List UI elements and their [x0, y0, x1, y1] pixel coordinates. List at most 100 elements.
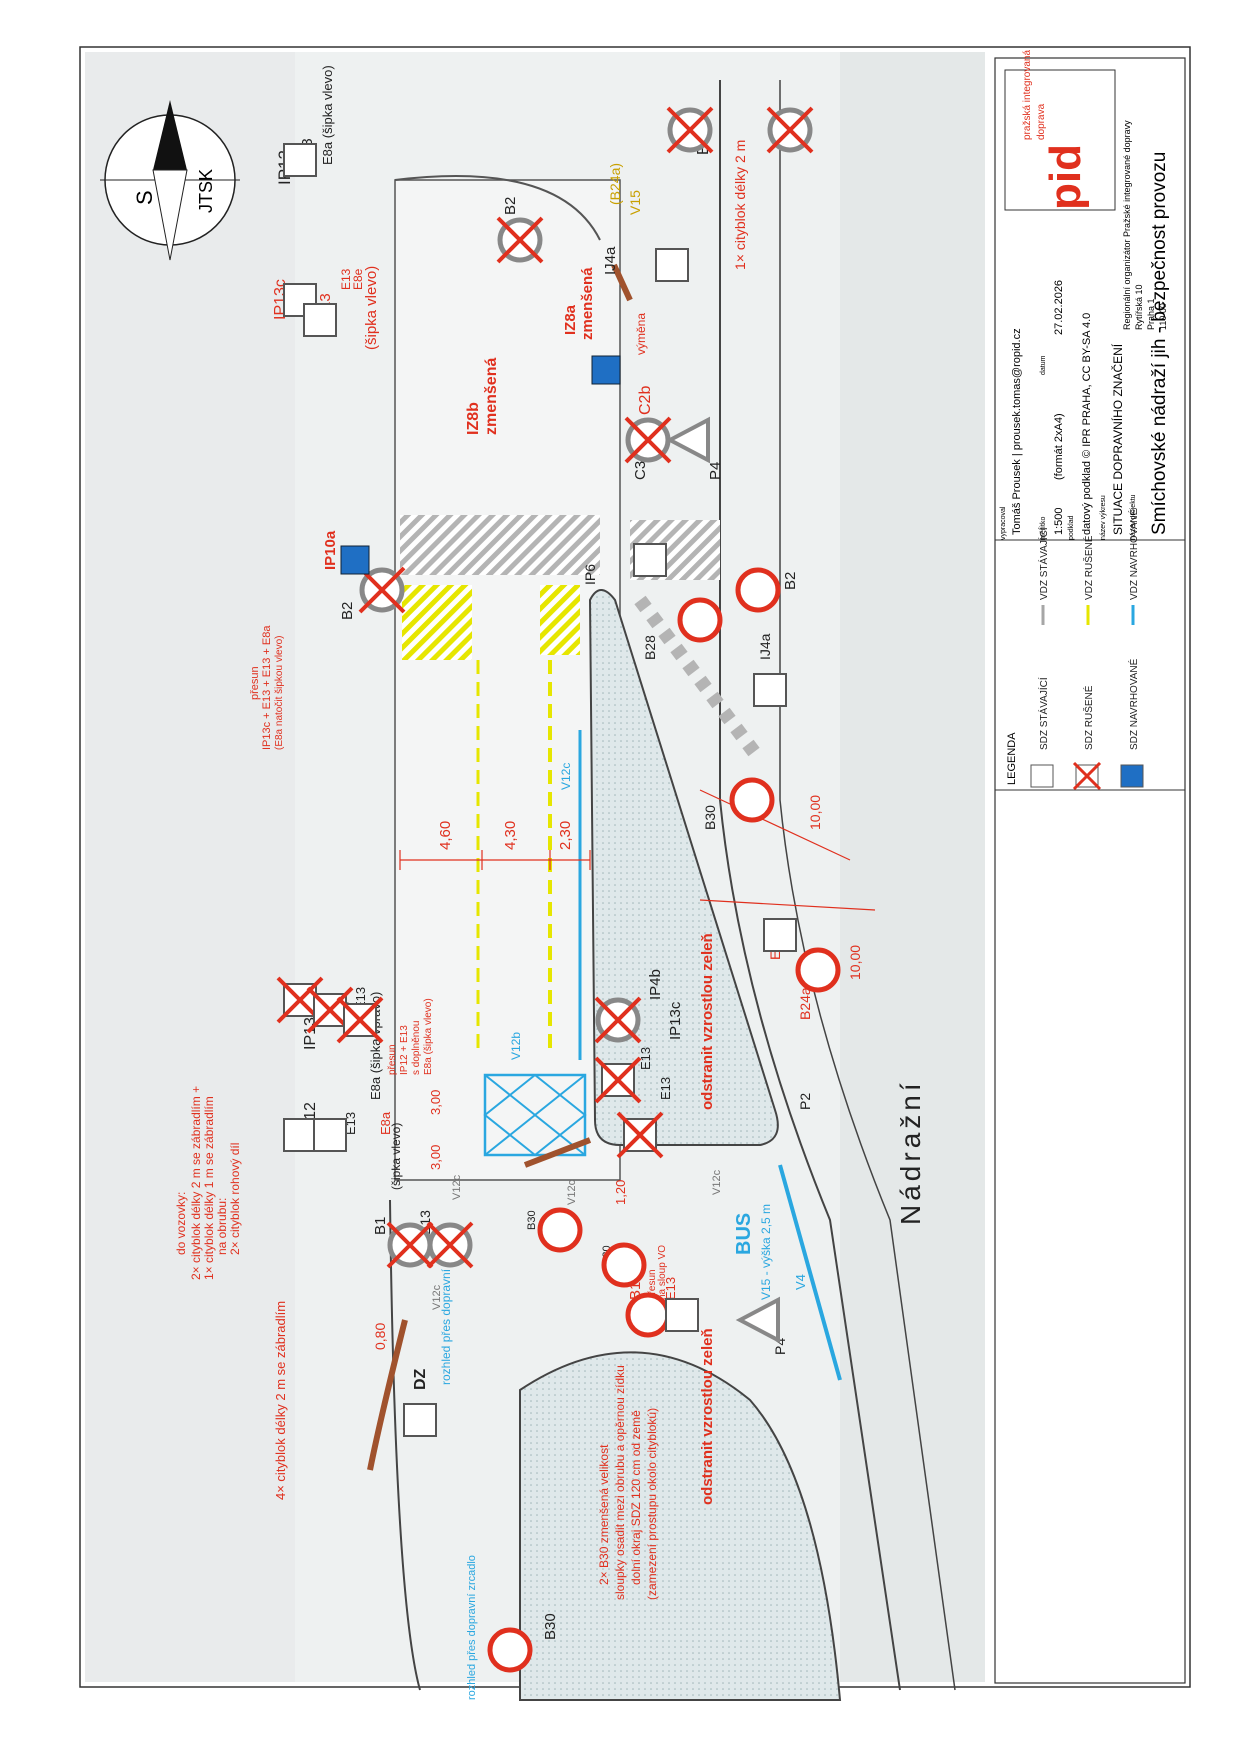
label-b30-note-1: 2× B30 zmenšená velikost: [597, 1444, 611, 1585]
compass-label: JTSK: [196, 169, 216, 213]
project-label: název projektu: [1130, 494, 1137, 540]
legend-label-2: SDZ NAVRHOVANÉ: [1127, 658, 1140, 750]
sign-sq-4: [655, 248, 689, 282]
label-b1-move-4: E13: [663, 1277, 678, 1300]
label-c2b: C2b: [637, 386, 654, 415]
sign-circ-26: [426, 1221, 474, 1269]
format: (formát 2xA4): [1053, 413, 1065, 480]
label-presun-1: přesun: [249, 666, 261, 700]
legend-label-3: VDZ STÁVAJÍCÍ: [1037, 527, 1050, 600]
label-odstranit-2: odstranit vzrostlou zeleň: [699, 1328, 716, 1505]
sign-sq-0: [283, 143, 317, 177]
label-v12c-low: V12c: [431, 1284, 443, 1310]
label-bus: BUS: [733, 1213, 755, 1255]
bay-curb: [394, 175, 601, 241]
label-b2-right: B2: [782, 572, 799, 590]
rail-area: [840, 52, 985, 1682]
brand-logo: pid: [1041, 144, 1090, 210]
label-e8a-top: E8a (šipka vlevo): [320, 65, 335, 165]
label-d460: 4,60: [437, 821, 454, 850]
label-d430: 4,30: [502, 821, 519, 850]
drawing-title: SITUACE DOPRAVNÍHO ZNAČENÍ: [1110, 343, 1125, 535]
author-label: vypracoval: [1000, 506, 1007, 540]
label-b2-top: B2: [502, 197, 519, 215]
label-iz8a: IZ8a: [562, 304, 579, 335]
label-presun-l3: s doplněnou: [411, 1021, 422, 1076]
cityblock-left: [523, 1137, 592, 1168]
proposed-box-cross: [483, 1074, 587, 1156]
sign-sq-24: [313, 1118, 347, 1152]
building-band: [85, 52, 295, 1682]
proposed-v4-line: [778, 1164, 842, 1381]
scale-label: měřítko: [1040, 517, 1047, 540]
sign-sq-32: [403, 1403, 437, 1437]
label-presun-l1: přesun: [387, 1044, 398, 1075]
label-vozovky-3: 1× cityblok délky 1 m se zábradlím: [202, 1096, 216, 1280]
org-line4: 110 00: [1158, 303, 1168, 330]
label-v15-bus: V15 - výška 2,5 m: [759, 1204, 773, 1300]
cancelled-crosswalk-2: [540, 585, 580, 655]
org-line3: Praha 1: [1146, 298, 1156, 330]
sign-sq-23: [283, 1118, 317, 1152]
label-e8e-top: E8e: [351, 268, 365, 290]
title-block: pid pražská integrovaná doprava Regionál…: [994, 50, 1186, 1684]
label-v15-b24a: V15: [627, 190, 643, 215]
legend-label-5: VDZ NAVRHOVANÉ: [1127, 508, 1140, 600]
right-curb-line: [719, 80, 901, 1691]
author: Tomáš Prousek | prousek.tomas@ropid.cz: [1011, 328, 1023, 535]
legend-item-2: SDZ NAVRHOVANÉ: [1120, 658, 1144, 788]
brand-line1: pražská integrovaná: [1022, 50, 1033, 140]
sign-sq-30: [665, 1298, 699, 1332]
label-e13-r2: E13: [658, 1077, 673, 1100]
label-v12c-l2: V12c: [711, 1169, 723, 1195]
label-ij4a-mid: IJ4a: [757, 633, 773, 660]
label-d300-b: 3,00: [428, 1090, 443, 1115]
compass-letter: S: [132, 190, 157, 205]
sign-sq-19: [616, 1111, 664, 1159]
label-e13-r1: E13: [638, 1047, 653, 1070]
scale: 1:500: [1053, 507, 1065, 535]
project-title: Smíchovské nádraží jih - bezpečnost prov…: [1149, 152, 1170, 535]
legend-item-5: VDZ NAVRHOVANÉ: [1127, 508, 1140, 625]
sign-blue-5: [591, 355, 621, 385]
label-vozovky-4: na obrubu:: [215, 1198, 229, 1255]
legend-item-4: VDZ RUŠENÉ: [1082, 535, 1095, 625]
compass: S JTSK: [100, 100, 240, 261]
label-b28-mid: B28: [642, 635, 658, 660]
label-b2-mid: B2: [339, 602, 356, 620]
label-presun-l2: IP12 + E13: [399, 1025, 410, 1075]
label-presun-2: IP13c + E13 + E13 + E8a: [261, 625, 273, 750]
legend-label-1: SDZ RUŠENÉ: [1082, 685, 1095, 750]
label-v12c-mid: V12c: [559, 763, 573, 790]
legend-label-0: SDZ STÁVAJÍCÍ: [1037, 677, 1050, 750]
label-b1-move-2: přesun: [647, 1269, 658, 1300]
brand-line2: doprava: [1036, 103, 1047, 140]
label-vozovky-2: 2× cityblok délky 2 m se zábradlím +: [189, 1086, 203, 1280]
label-v12b: V12b: [509, 1032, 523, 1060]
label-ip6: IP6: [582, 564, 598, 585]
label-d1000-b: 10,00: [847, 945, 863, 980]
sign-circ-15: [795, 947, 841, 993]
label-v12c-l: V12c: [566, 1179, 578, 1205]
label-vozovky-5: 2× cityblok rohový díl: [228, 1143, 242, 1255]
label-e8a-l2: E8a: [378, 1111, 393, 1135]
sign-circ-6: [624, 416, 672, 464]
label-d300-a: 3,00: [428, 1145, 443, 1170]
label-d080: 0,80: [372, 1323, 388, 1350]
sign-circ-28: [601, 1242, 647, 1288]
sign-circ-29: [625, 1292, 671, 1338]
label-iz8b: IZ8b: [465, 402, 482, 435]
central-island: [588, 589, 779, 1146]
label-b30-note-3: dolní okraj SDZ 120 cm od země: [629, 1410, 643, 1585]
sign-circ-12: [735, 567, 781, 613]
label-ip4b: IP4b: [647, 969, 664, 1000]
street-name: Nádražní: [895, 1079, 926, 1225]
sign-sq-10: [633, 543, 667, 577]
label-presun-3: (E8a natočit šipkou vlevo): [274, 635, 285, 750]
label-odstranit-1: odstranit vzrostlou zeleň: [699, 933, 716, 1110]
legend: SDZ STÁVAJÍCÍ SDZ RUŠENÉ SDZ NAVRHOVANÉ VDZ…: [1030, 508, 1144, 791]
sign-circ-37: [666, 106, 714, 154]
sign-circ-27: [537, 1207, 583, 1253]
label-ip10a: IP10a: [322, 530, 339, 570]
label-citybl-top: 1× cityblok délky 2 m: [732, 140, 748, 270]
